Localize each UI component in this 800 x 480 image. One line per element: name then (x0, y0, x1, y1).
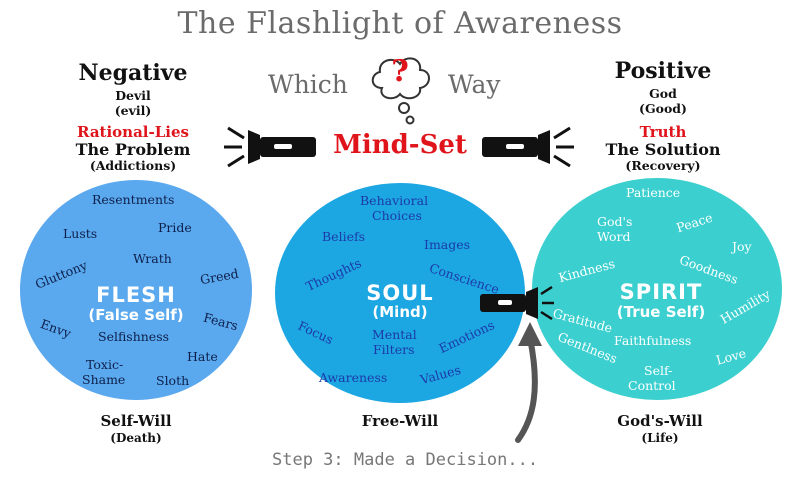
spirit-word-control: Control (628, 378, 676, 393)
way-label: Way (448, 70, 501, 99)
negative-rational-lies: Rational-Lies (77, 123, 189, 141)
negative-problem: The Problem (75, 140, 191, 159)
flesh-word-resentments: Resentments (92, 192, 175, 207)
flashlight-right-icon (482, 126, 574, 168)
soul-word-mental: Mental (372, 327, 417, 342)
negative-heading: Negative (78, 60, 188, 86)
flesh-word-hate: Hate (187, 349, 218, 364)
positive-god: God (649, 86, 677, 101)
spirit-word-patience: Patience (626, 185, 681, 200)
soul-word-behavioral: Behavioral (360, 193, 429, 208)
soul-circle (275, 183, 525, 403)
positive-solution: The Solution (605, 140, 721, 159)
soul-word-filters: Filters (373, 342, 415, 357)
soul-word-awareness: Awareness (319, 370, 388, 385)
spirit-word-gods: God's (597, 214, 633, 229)
positive-truth: Truth (639, 123, 687, 141)
spirit-word-word: Word (597, 229, 631, 244)
soul-word-beliefs: Beliefs (322, 229, 366, 244)
curved-arrow-icon (515, 322, 542, 443)
spirit-circle (532, 178, 782, 400)
question-mark: ? (391, 54, 409, 89)
positive-good: (Good) (639, 101, 687, 116)
soul-word-images: Images (424, 237, 471, 252)
flesh-word-wrath: Wrath (133, 251, 172, 266)
flesh-word-pride: Pride (158, 220, 192, 235)
gods-will-sublabel: (Life) (641, 431, 679, 445)
negative-evil: (evil) (114, 103, 152, 118)
flesh-word-lusts: Lusts (63, 226, 98, 241)
step-caption: Step 3: Made a Decision... (272, 450, 539, 470)
soul-label: SOUL (366, 281, 434, 305)
negative-addictions: (Addictions) (89, 158, 177, 173)
flesh-sublabel: (False Self) (88, 306, 184, 324)
spirit-word-faithfulness: Faithfulness (614, 333, 692, 348)
flashlight-center-icon (480, 285, 554, 321)
positive-recovery: (Recovery) (625, 158, 701, 173)
flesh-word-toxic: Toxic- (86, 357, 124, 372)
soul-sublabel: (Mind) (372, 303, 428, 321)
page-title: The Flashlight of Awareness (177, 6, 623, 41)
free-will-label: Free-Will (361, 412, 439, 430)
flesh-word-sloth: Sloth (156, 373, 190, 388)
thought-bubble-icon (371, 57, 430, 125)
flesh-label: FLESH (96, 283, 176, 307)
soul-word-choices: Choices (372, 208, 422, 223)
flesh-word-selfishness: Selfishness (98, 329, 170, 344)
self-will-label: Self-Will (100, 412, 172, 430)
flesh-word-shame: Shame (82, 372, 126, 387)
negative-devil: Devil (115, 88, 151, 103)
self-will-sublabel: (Death) (110, 431, 162, 445)
spirit-word-joy: Joy (732, 239, 752, 254)
flesh-circle (20, 180, 252, 400)
gods-will-label: God's-Will (617, 412, 703, 430)
positive-heading: Positive (614, 58, 712, 84)
spirit-sublabel: (True Self) (616, 303, 706, 321)
spirit-word-self: Self- (644, 363, 673, 378)
flashlight-left-icon (224, 126, 316, 168)
spirit-label: SPIRIT (619, 280, 703, 304)
mindset-label: Mind-Set (333, 130, 467, 160)
which-label: Which (268, 70, 348, 99)
